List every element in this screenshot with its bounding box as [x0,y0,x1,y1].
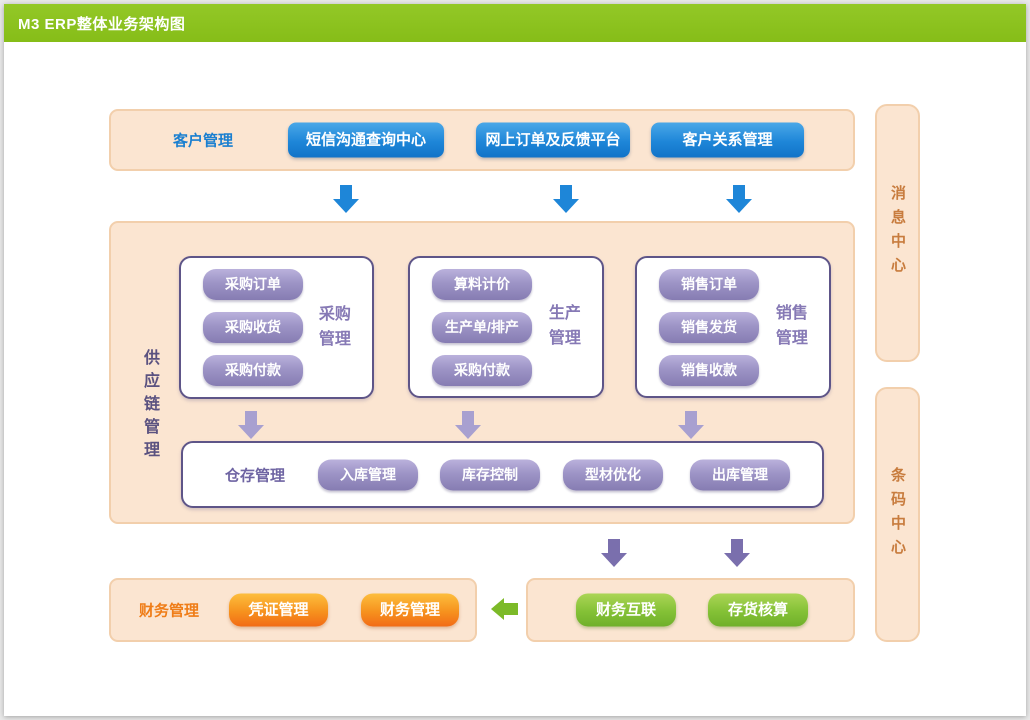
procurement-group-box: 采购订单 采购收货 采购付款 采购管理 [179,256,374,399]
procurement-chip-column: 采购订单 采购收货 采购付款 [203,269,303,386]
production-purchase-payment-button[interactable]: 采购付款 [432,354,532,386]
inventory-accounting-button[interactable]: 存货核算 [708,593,808,627]
purchase-payment-button[interactable]: 采购付款 [203,355,303,386]
sales-collection-button[interactable]: 销售收款 [659,354,759,386]
outbound-management-button[interactable]: 出库管理 [690,459,790,490]
blue-down-arrow-2 [553,185,579,213]
voucher-management-button[interactable]: 凭证管理 [229,593,328,627]
finance-label: 财务管理 [139,602,200,620]
integration-panel: 财务互联 存货核算 [526,578,855,642]
profile-optimization-button[interactable]: 型材优化 [563,459,663,490]
production-order-button[interactable]: 生产单/排产 [432,311,532,343]
purple-down-arrow-1 [238,411,264,439]
customer-management-panel: 客户管理 短信沟通查询中心 网上订单及反馈平台 客户关系管理 [109,109,855,171]
sms-center-button[interactable]: 短信沟通查询中心 [288,122,444,158]
sales-shipment-button[interactable]: 销售发货 [659,311,759,343]
sales-group-box: 销售订单 销售发货 销售收款 销售管理 [635,256,831,398]
production-group-box: 算料计价 生产单/排产 采购付款 生产管理 [408,256,604,398]
green-left-arrow [491,598,518,620]
barcode-center-box[interactable]: 条码中心 [875,387,920,642]
supply-chain-panel: 供应链管理 采购订单 采购收货 采购付款 采购管理 算料计价 生产单/排产 采购… [109,221,855,524]
purple-down-arrow-3 [678,411,704,439]
financial-interlink-button[interactable]: 财务互联 [576,593,676,627]
blue-down-arrow-3 [726,185,752,213]
online-order-platform-button[interactable]: 网上订单及反馈平台 [476,122,630,158]
message-center-label: 消息中心 [889,185,906,281]
sales-group-label: 销售管理 [775,305,808,347]
dark-purple-down-arrow-2 [724,539,750,567]
warehouse-bar: 仓存管理 入库管理 库存控制 型材优化 出库管理 [181,441,824,508]
production-chip-column: 算料计价 生产单/排产 采购付款 [432,268,532,386]
message-center-box[interactable]: 消息中心 [875,104,920,362]
blue-down-arrow-1 [333,185,359,213]
purchase-order-button[interactable]: 采购订单 [203,269,303,300]
inventory-control-button[interactable]: 库存控制 [440,459,540,490]
customer-management-label: 客户管理 [173,132,234,150]
barcode-center-label: 条码中心 [889,466,906,563]
material-pricing-button[interactable]: 算料计价 [432,268,532,300]
page-frame: M3 ERP整体业务架构图 客户管理 短信沟通查询中心 网上订单及反馈平台 客户… [4,4,1026,716]
financial-management-button[interactable]: 财务管理 [361,593,459,627]
crm-button[interactable]: 客户关系管理 [651,122,804,158]
production-group-label: 生产管理 [548,305,581,347]
warehouse-label: 仓存管理 [225,467,286,484]
header-bar: M3 ERP整体业务架构图 [4,4,1026,42]
procurement-group-label: 采购管理 [318,305,351,348]
dark-purple-down-arrow-1 [601,539,627,567]
inbound-management-button[interactable]: 入库管理 [318,459,418,490]
supply-chain-label: 供应链管理 [141,349,158,464]
purchase-receipt-button[interactable]: 采购收货 [203,312,303,343]
purple-down-arrow-2 [455,411,481,439]
sales-order-button[interactable]: 销售订单 [659,268,759,300]
finance-panel: 财务管理 凭证管理 财务管理 [109,578,477,642]
page-title: M3 ERP整体业务架构图 [18,15,186,33]
sales-chip-column: 销售订单 销售发货 销售收款 [659,268,759,386]
